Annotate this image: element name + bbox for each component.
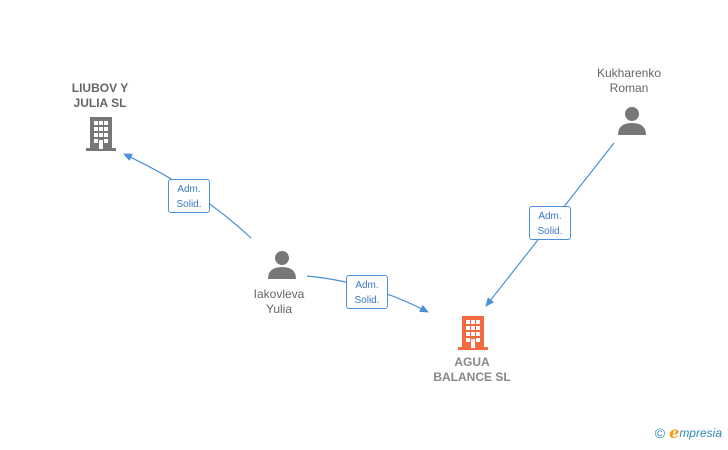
person-icon[interactable] bbox=[617, 106, 647, 136]
copyright-icon: © bbox=[654, 424, 666, 441]
node-label-iakovleva[interactable]: Iakovleva Yulia bbox=[253, 287, 305, 316]
building-icon[interactable] bbox=[86, 117, 116, 151]
person-icon[interactable] bbox=[267, 250, 297, 280]
edge-label-kukharenko-agua[interactable]: Adm. Solid. bbox=[529, 206, 571, 240]
edge-label-iakovleva-agua[interactable]: Adm. Solid. bbox=[346, 275, 388, 309]
node-label-liubov[interactable]: LIUBOV Y JULIA SL bbox=[71, 81, 129, 110]
edge-label-iakovleva-liubov[interactable]: Adm. Solid. bbox=[168, 179, 210, 213]
building-icon-focus[interactable] bbox=[458, 316, 488, 350]
brand-logo-text: mpresia bbox=[679, 425, 722, 440]
node-label-agua[interactable]: AGUA BALANCE SL bbox=[433, 355, 511, 384]
node-label-kukharenko[interactable]: Kukharenko Roman bbox=[596, 66, 662, 95]
brand-logo-initial: e bbox=[669, 423, 680, 442]
brand-footer: © e mpresia bbox=[655, 423, 722, 442]
